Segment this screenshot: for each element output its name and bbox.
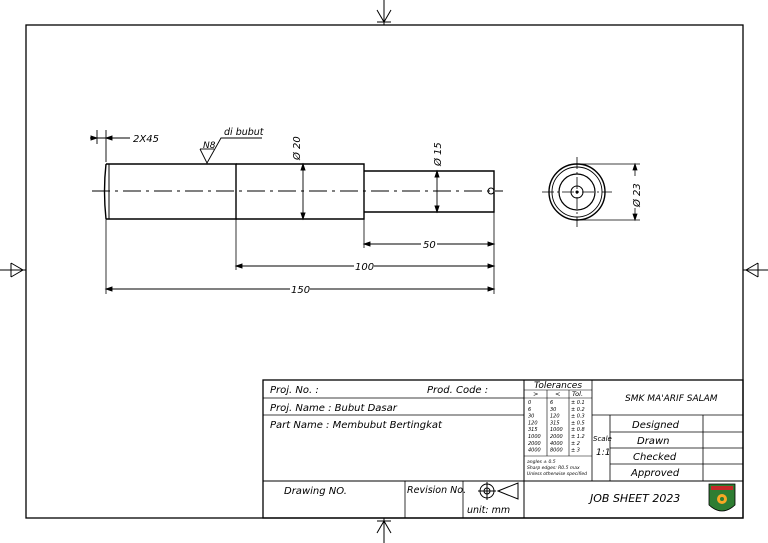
surface-symbol-label: N8	[203, 141, 216, 151]
tolerance-cell: 6	[528, 407, 531, 413]
surface-finish-symbol	[199, 137, 262, 164]
school-name: SMK MA'ARIF SALAM	[625, 394, 718, 404]
dimension-dia-15	[434, 169, 440, 214]
chamfer-note: 2X45	[133, 134, 159, 145]
tolerance-cell: 4000	[550, 441, 563, 447]
len-150-label: 150	[291, 285, 310, 296]
dia-23-label: Ø 23	[631, 183, 643, 208]
tolerance-note: Sharp edges: R0.5 max	[527, 465, 580, 471]
tolerance-cell: ± 0.5	[571, 420, 585, 426]
extension-lines	[105, 212, 495, 294]
approved-label: Approved	[630, 468, 680, 479]
tolerance-cell: 2000	[528, 441, 541, 447]
tolerance-cell: 1000	[528, 434, 541, 440]
dimension-dia-23	[577, 162, 640, 222]
tolerance-cell: ± 2	[571, 441, 580, 447]
part-name: Part Name : Membubut Bertingkat	[270, 420, 443, 431]
tolerance-cell: 315	[528, 427, 538, 433]
shaft-side-view	[103, 163, 495, 220]
dimension-dia-20	[300, 162, 306, 221]
title-block	[262, 379, 744, 519]
tolerance-cell: 1000	[550, 427, 563, 433]
tolerance-note: Unless otherwise specified	[527, 471, 587, 477]
centering-mark-right	[743, 262, 768, 278]
tolerance-cell: ± 0.8	[571, 427, 585, 433]
proj-no-label: Proj. No. :	[270, 385, 319, 396]
tolerance-cell: 0	[528, 400, 531, 406]
drawing-frame	[25, 24, 744, 519]
tolerance-note: angles ± 0.5	[527, 459, 556, 465]
prod-code-label: Prod. Code :	[427, 385, 488, 396]
tolerance-table-header: > < Tol.	[533, 390, 583, 398]
school-logo	[708, 483, 736, 512]
tolerance-cell: 30	[528, 414, 534, 420]
projection-symbol-icon	[478, 482, 519, 500]
tolerance-cell: 4000	[528, 448, 541, 454]
end-view-center-lines	[542, 157, 612, 227]
tol-header-gt: >	[533, 390, 538, 398]
unit-label: unit: mm	[467, 505, 510, 516]
tolerance-cell: 6	[550, 400, 553, 406]
centering-mark-bottom	[376, 518, 392, 543]
len-100-label: 100	[355, 262, 374, 273]
tolerance-cell: ± 0.1	[571, 400, 585, 406]
chamfer-callout	[90, 130, 130, 162]
drawn-label: Drawn	[637, 436, 669, 447]
tolerance-cell: 8000	[550, 448, 563, 454]
tolerance-cell: ± 3	[571, 448, 580, 454]
tolerance-cell: ± 0.3	[571, 414, 585, 420]
surface-finish-note: di bubut	[224, 127, 265, 138]
revision-no-label: Revision No.	[407, 485, 466, 496]
tolerance-cell: ± 1.2	[571, 434, 585, 440]
designed-label: Designed	[632, 420, 680, 431]
dia-15-label: Ø 15	[432, 142, 444, 167]
dia-20-label: Ø 20	[291, 136, 303, 161]
centering-mark-left	[0, 262, 26, 278]
tolerance-cell: 30	[550, 407, 556, 413]
proj-name: Proj. Name : Bubut Dasar	[270, 403, 398, 414]
tol-header-lt: <	[555, 390, 560, 398]
tolerance-cell: ± 0.2	[571, 407, 585, 413]
centering-mark-top	[376, 0, 392, 25]
tolerance-cell: 315	[550, 420, 560, 426]
tol-header-tol: Tol.	[572, 390, 583, 398]
tolerance-cell: 120	[550, 414, 560, 420]
tolerance-cell: 2000	[550, 434, 563, 440]
tolerances-title: Tolerances	[534, 381, 582, 391]
scale-label: Scale	[593, 435, 612, 443]
len-50-label: 50	[423, 240, 436, 251]
tolerance-cell: 120	[528, 420, 538, 426]
drawing-no-label: Drawing NO.	[284, 486, 347, 497]
checked-label: Checked	[633, 452, 677, 463]
scale-value: 1:1	[596, 448, 610, 458]
job-sheet-title: JOB SHEET 2023	[588, 492, 680, 505]
